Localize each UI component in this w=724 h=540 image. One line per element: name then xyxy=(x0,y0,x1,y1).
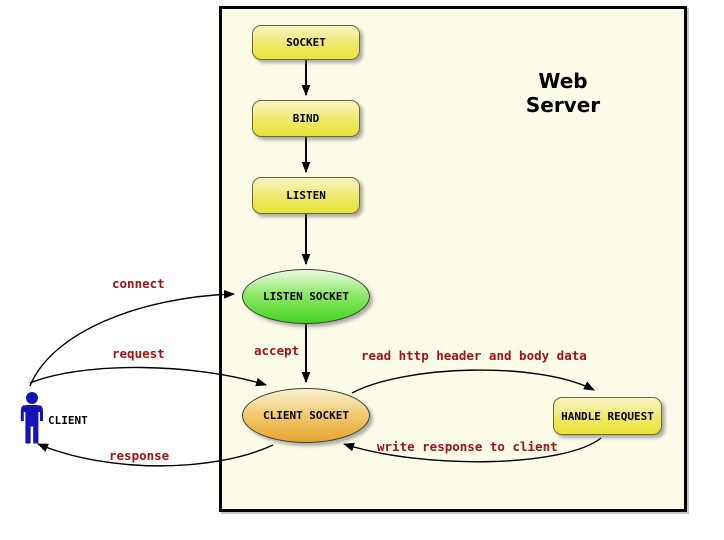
edge-label-connect: connect xyxy=(112,276,165,291)
web-server-title: Web Server xyxy=(525,69,601,117)
node-handle-request: HANDLE REQUEST xyxy=(553,397,662,435)
edge-label-request: request xyxy=(112,346,165,361)
node-listen-socket: LISTEN SOCKET xyxy=(242,269,370,324)
node-socket: SOCKET xyxy=(252,25,360,60)
arrow-connect-curve xyxy=(29,289,235,387)
client-person-icon xyxy=(20,392,43,444)
node-listen: LISTEN xyxy=(252,177,360,214)
edge-label-accept: accept xyxy=(254,343,300,358)
edge-label-response: response xyxy=(109,448,170,463)
edge-label-write-response: write response to client xyxy=(377,439,558,454)
edge-label-read-http: read http header and body data xyxy=(361,348,587,363)
client-label: CLIENT xyxy=(48,414,88,427)
node-client-socket: CLIENT SOCKET xyxy=(242,388,370,443)
node-bind: BIND xyxy=(252,100,360,137)
